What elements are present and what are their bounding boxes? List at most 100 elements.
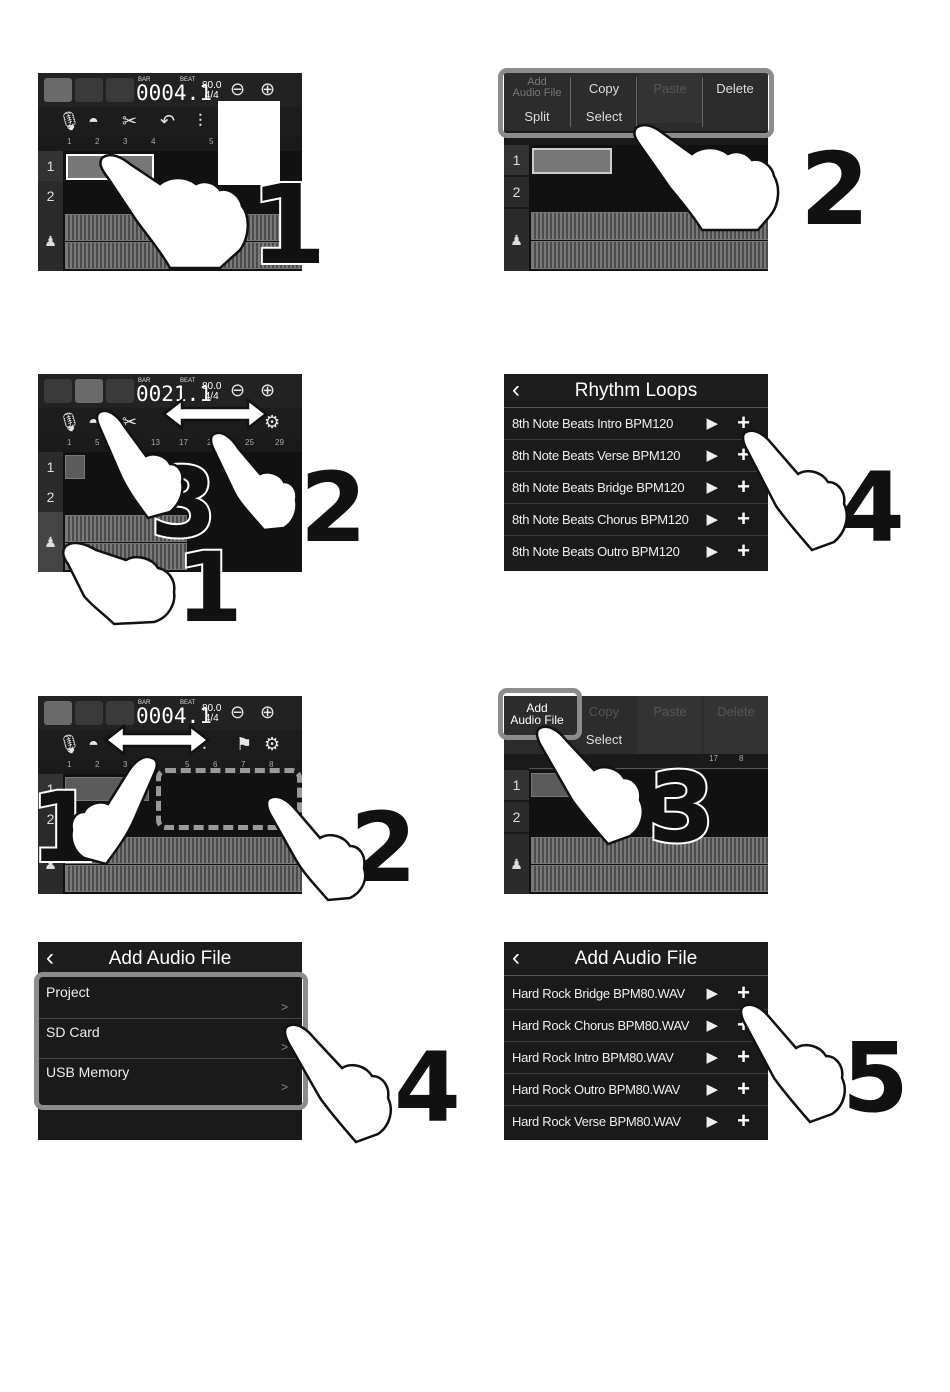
back-chevron-icon[interactable]: ‹ [46, 944, 54, 971]
play-icon[interactable]: ▶ [706, 415, 718, 432]
keyboard-icon[interactable] [106, 379, 134, 403]
source-item-sd-card[interactable]: SD Card > [38, 1018, 302, 1059]
keyboard-icon[interactable] [106, 701, 134, 725]
source-item-project[interactable]: Project > [38, 978, 302, 1019]
add-icon[interactable]: + [737, 1108, 750, 1133]
split-button[interactable]: Split [524, 109, 550, 124]
play-icon[interactable]: ▶ [706, 511, 718, 528]
drum-lane[interactable] [529, 834, 768, 894]
track-lane-1[interactable] [63, 774, 302, 805]
drum-track-icon[interactable]: ♟ [38, 211, 63, 271]
track-label-2[interactable]: 2 [38, 181, 63, 211]
waveform-view-icon[interactable] [44, 701, 72, 725]
undo-icon[interactable]: ↶ [160, 111, 176, 131]
list-item[interactable]: 8th Note Beats Outro BPM120 ▶ + [504, 536, 768, 567]
drum-track-icon[interactable]: ♟ [504, 209, 529, 271]
settings-gear-icon[interactable]: ⚙ [264, 412, 281, 432]
list-item[interactable]: 8th Note Beats Bridge BPM120 ▶ + [504, 472, 768, 504]
add-icon[interactable]: + [737, 410, 750, 435]
zoom-out-icon[interactable]: ⊖ [230, 79, 246, 99]
settings-gear-icon[interactable]: ⚙ [264, 734, 281, 754]
play-icon[interactable]: ▶ [706, 447, 718, 464]
tempo-display[interactable]: 80.0 4/4 [202, 81, 221, 101]
scissors-icon[interactable]: ✂ [122, 111, 138, 131]
mixer-icon[interactable]: ⫶ [198, 111, 203, 131]
list-item[interactable]: Hard Rock Verse BPM80.WAV ▶ + [504, 1106, 768, 1137]
metronome-icon[interactable]: ◓ [88, 111, 99, 131]
drum-track-icon[interactable]: ♟ [504, 834, 529, 894]
select-button[interactable]: Select [585, 732, 623, 747]
copy-button[interactable]: Copy [588, 81, 620, 96]
select-button[interactable]: Select [585, 109, 623, 124]
add-icon[interactable]: + [737, 538, 750, 563]
position-counter[interactable]: 0021.1 [136, 382, 212, 406]
track-label-1[interactable]: 1 [38, 774, 63, 804]
play-icon[interactable]: ▶ [706, 1081, 718, 1098]
tempo-display[interactable]: 80.0 4/4 [202, 382, 221, 402]
list-item[interactable]: Hard Rock Intro BPM80.WAV ▶ + [504, 1042, 768, 1074]
paste-button[interactable]: Paste [638, 73, 702, 123]
drum-pattern-clip[interactable] [531, 241, 768, 269]
track-label-2[interactable]: 2 [504, 177, 529, 207]
add-icon[interactable]: + [737, 1076, 750, 1101]
track-label-1[interactable]: 1 [38, 151, 63, 181]
list-item[interactable]: Hard Rock Chorus BPM80.WAV ▶ + [504, 1010, 768, 1042]
waveform-view-icon[interactable] [44, 379, 72, 403]
keyboard-icon[interactable] [106, 78, 134, 102]
add-audio-file-button[interactable]: Add Audio File [512, 76, 562, 99]
add-icon[interactable]: + [737, 506, 750, 531]
source-item-usb-memory[interactable]: USB Memory > [38, 1058, 302, 1098]
track-label-2[interactable]: 2 [504, 802, 529, 832]
drum-pattern-clip[interactable] [65, 865, 302, 892]
delete-button[interactable]: Delete [716, 81, 754, 96]
zoom-out-icon[interactable]: ⊖ [230, 380, 246, 400]
waveform-view-icon[interactable] [44, 78, 72, 102]
metronome-icon[interactable]: ◓ [88, 412, 99, 432]
zoom-in-icon[interactable]: ⊕ [260, 380, 276, 400]
paste-button[interactable]: Paste [638, 696, 702, 754]
add-icon[interactable]: + [737, 1044, 750, 1069]
list-item[interactable]: 8th Note Beats Verse BPM120 ▶ + [504, 440, 768, 472]
marker-flag-icon[interactable]: ⚑ [236, 734, 253, 754]
drum-kit-icon[interactable] [75, 701, 103, 725]
play-icon[interactable]: ▶ [706, 543, 718, 560]
drum-track-icon[interactable]: ♟ [38, 512, 63, 572]
drum-pattern-clip[interactable] [531, 837, 768, 864]
add-audio-file-button[interactable]: Add Audio File [510, 701, 564, 727]
play-icon[interactable]: ▶ [706, 1049, 718, 1066]
list-item[interactable]: Hard Rock Outro BPM80.WAV ▶ + [504, 1074, 768, 1106]
audio-clip[interactable] [65, 455, 85, 479]
zoom-in-icon[interactable]: ⊕ [260, 702, 276, 722]
position-counter[interactable]: 0004.1 [136, 81, 212, 105]
play-icon[interactable]: ▶ [706, 479, 718, 496]
drum-pattern-clip[interactable] [65, 515, 187, 542]
add-icon[interactable]: + [737, 474, 750, 499]
track-label-1[interactable]: 1 [504, 145, 529, 175]
drum-track-icon[interactable]: ♟ [38, 834, 63, 894]
list-item[interactable]: Hard Rock Bridge BPM80.WAV ▶ + [504, 978, 768, 1010]
microphone-icon[interactable]: 🎙 [58, 412, 81, 432]
copy-button[interactable]: Copy [588, 704, 620, 719]
tempo-display[interactable]: 80.0 4/4 [202, 704, 221, 724]
track-label-1[interactable]: 1 [38, 452, 63, 482]
microphone-icon[interactable]: 🎙 [58, 111, 81, 131]
microphone-icon[interactable]: 🎙 [58, 734, 81, 754]
drum-kit-icon[interactable] [75, 78, 103, 102]
track-label-2[interactable]: 2 [38, 482, 63, 512]
delete-button[interactable]: Delete [704, 696, 768, 754]
add-icon[interactable]: + [737, 980, 750, 1005]
track-label-1[interactable]: 1 [504, 770, 529, 800]
track-label-2[interactable]: 2 [38, 804, 63, 834]
list-item[interactable]: 8th Note Beats Intro BPM120 ▶ + [504, 408, 768, 440]
audio-clip-selected[interactable] [532, 148, 612, 174]
track-lane-2[interactable] [529, 802, 768, 835]
zoom-in-icon[interactable]: ⊕ [260, 79, 276, 99]
position-counter[interactable]: 0004.1 [136, 704, 212, 728]
zoom-out-icon[interactable]: ⊖ [230, 702, 246, 722]
list-item[interactable]: 8th Note Beats Chorus BPM120 ▶ + [504, 504, 768, 536]
play-icon[interactable]: ▶ [706, 1113, 718, 1130]
drum-kit-icon[interactable] [75, 379, 103, 403]
metronome-icon[interactable]: ◓ [88, 734, 99, 754]
back-chevron-icon[interactable]: ‹ [512, 944, 520, 971]
drum-pattern-clip[interactable] [531, 865, 768, 892]
